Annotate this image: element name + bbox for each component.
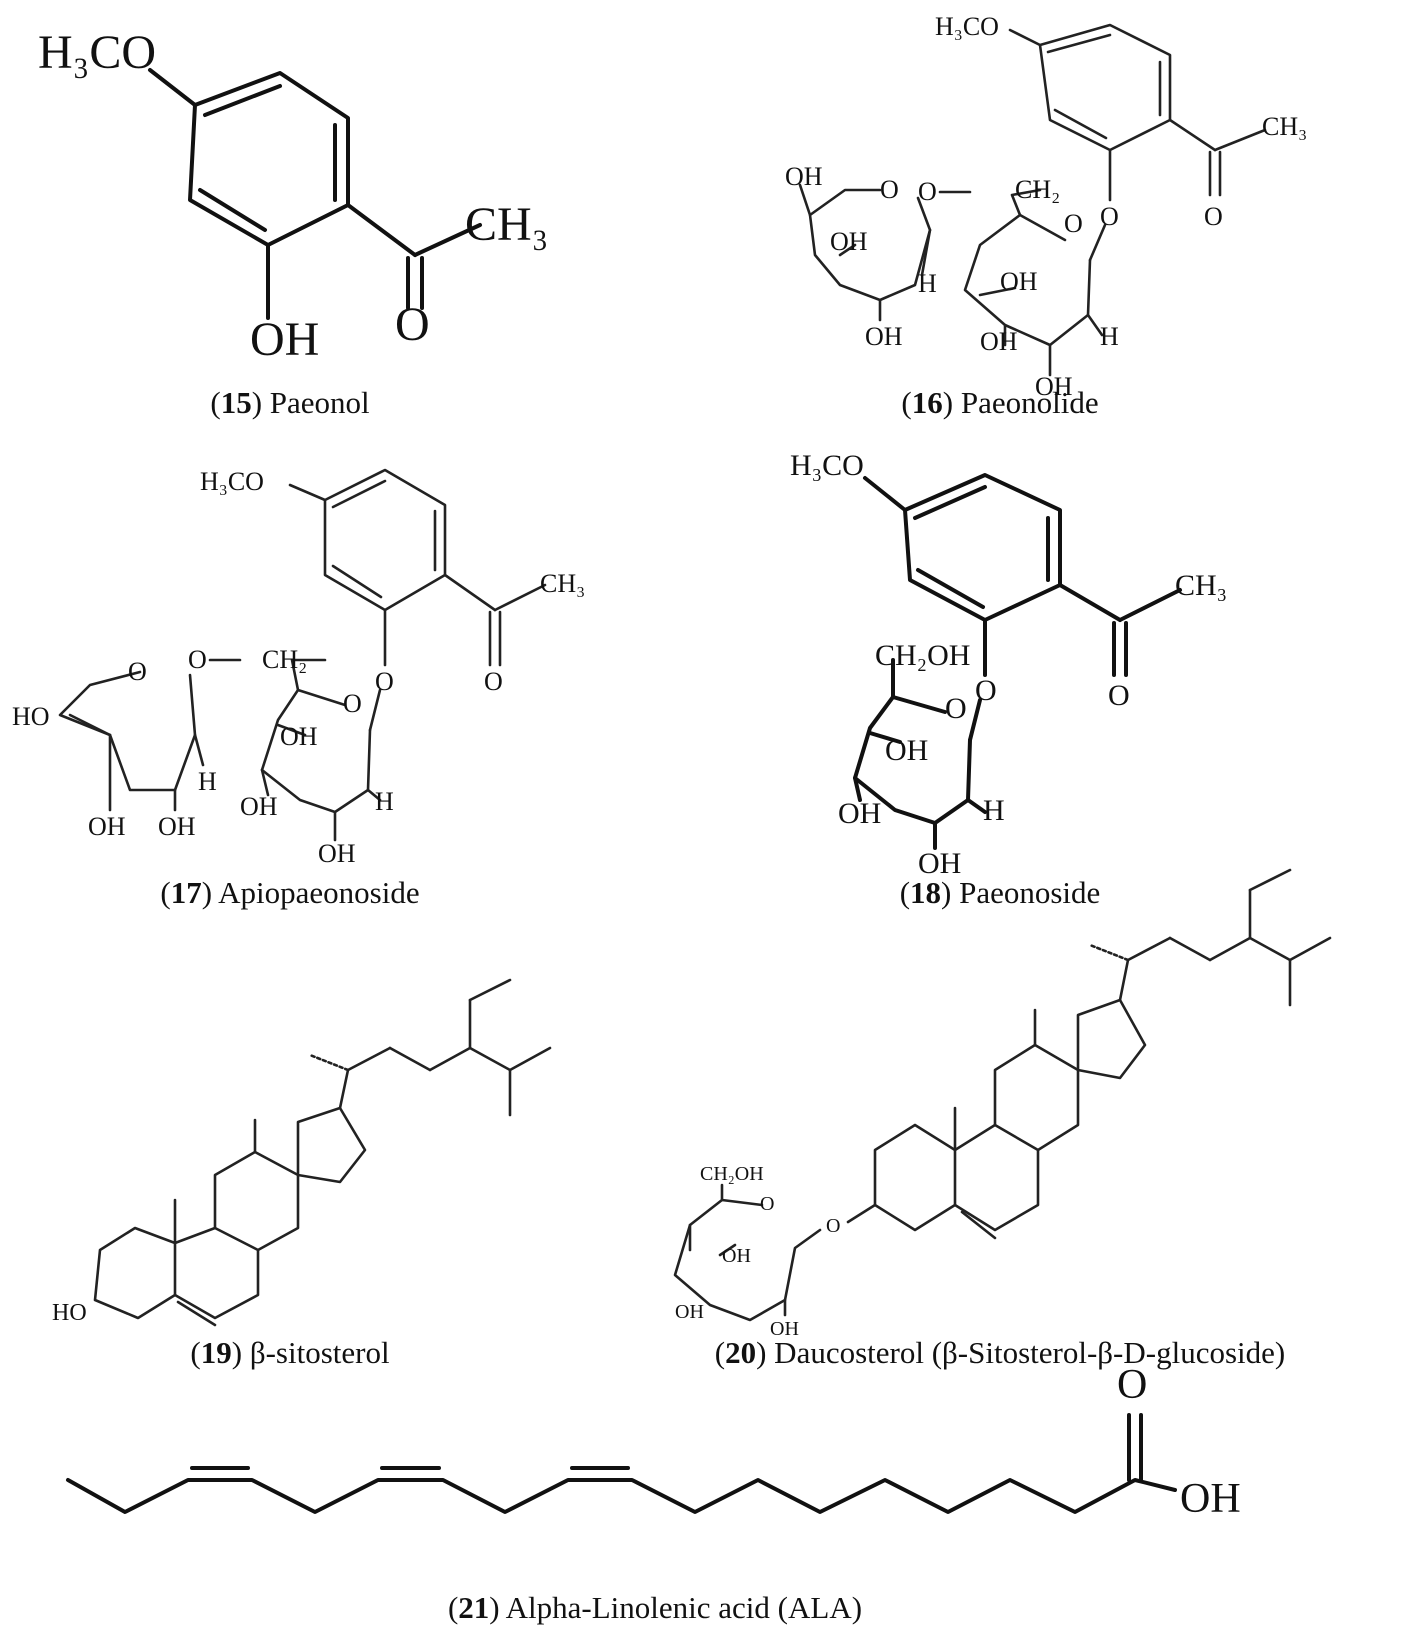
compound-name: β-sitosterol xyxy=(249,1335,390,1370)
compound-name: Paeonoside xyxy=(959,875,1101,910)
compound-number: 20 xyxy=(725,1335,757,1370)
methoxy-label: H₃CO xyxy=(790,449,864,482)
methoxy-label: H₃CO xyxy=(38,26,156,79)
carbonyl-o-label: O xyxy=(1204,202,1223,231)
hydroxyl-label: OH xyxy=(918,847,961,880)
hydrogen-label: H xyxy=(918,269,937,298)
caption-21: (21) Alpha-Linolenic acid (ALA) xyxy=(447,1590,863,1625)
caption-18: (18) Paeonoside xyxy=(899,875,1101,910)
methylene-label: CH₂ xyxy=(1015,175,1060,204)
ring-o-label: O xyxy=(945,692,967,725)
ring-o-label: O xyxy=(128,657,147,686)
carbonyl-o-label: O xyxy=(484,667,503,696)
compound-21-structure: O OH xyxy=(66,1362,1241,1522)
hydroxyl-label: OH xyxy=(830,227,868,256)
compound-17-structure: H₃CO CH₃ O O O CH₂ O O HO H OH OH OH OH … xyxy=(12,467,585,868)
hydrogen-label: H xyxy=(198,767,217,796)
compound-15-structure: H₃CO CH₃ OH O xyxy=(38,26,548,366)
hydroxyl-label: OH xyxy=(722,1245,751,1267)
ho-label: HO xyxy=(12,702,50,731)
compound-16-structure: H₃CO CH₃ O O O CH₂ O O OH OH H OH OH OH … xyxy=(785,12,1307,401)
glycosidic-o-label: O xyxy=(975,674,997,707)
ho-label: HO xyxy=(52,1300,87,1326)
compound-name: Alpha-Linolenic acid (ALA) xyxy=(505,1590,863,1625)
hydroxyl-label: OH xyxy=(885,734,928,767)
caption-15: (15) Paeonol xyxy=(210,385,370,420)
hydroxyl-label: OH xyxy=(785,162,823,191)
compound-19-structure: HO xyxy=(52,978,552,1327)
hydroxyl-label: OH xyxy=(675,1301,704,1323)
hydroxyl-label: OH xyxy=(770,1318,799,1340)
hydroxyl-label: OH xyxy=(250,313,319,366)
hydroxyl-label: OH xyxy=(980,327,1018,356)
compound-number: 15 xyxy=(220,385,252,420)
methyl-label: CH₃ xyxy=(465,198,548,251)
methyl-label: CH₃ xyxy=(540,569,585,598)
methoxy-label: H₃CO xyxy=(935,12,999,41)
hydroxymethyl-label: CH₂OH xyxy=(875,639,970,672)
hydrogen-label: H xyxy=(1100,322,1119,351)
compound-number: 16 xyxy=(911,385,943,420)
caption-20: (20) Daucosterol (β-Sitosterol-β-D-gluco… xyxy=(714,1335,1286,1370)
compound-number: 19 xyxy=(200,1335,232,1370)
carbonyl-o-label: O xyxy=(395,298,430,351)
compound-name: Apiopaeonoside xyxy=(218,875,420,910)
methyl-label: CH₃ xyxy=(1262,112,1307,141)
hydroxymethyl-label: CH₂OH xyxy=(700,1163,764,1185)
bridge-o-label: O xyxy=(918,177,937,206)
ring-o-label: O xyxy=(760,1193,774,1215)
hydroxyl-label: OH xyxy=(865,322,903,351)
hydroxyl-label: OH xyxy=(838,797,881,830)
compound-name: Paeonolide xyxy=(960,385,1099,420)
ring-o-label: O xyxy=(880,175,899,204)
caption-19: (19) β-sitosterol xyxy=(190,1335,390,1370)
hydroxyl-label: OH xyxy=(88,812,126,841)
caption-17: (17) Apiopaeonoside xyxy=(160,875,420,910)
hydroxyl-label: OH xyxy=(240,792,278,821)
carbonyl-o-label: O xyxy=(1117,1362,1147,1408)
hydroxyl-label: OH xyxy=(1000,267,1038,296)
hydroxyl-label: OH xyxy=(280,722,318,751)
methoxy-label: H₃CO xyxy=(200,467,264,496)
carbonyl-o-label: O xyxy=(1108,679,1130,712)
hydrogen-label: H xyxy=(375,787,394,816)
ring-o-label: O xyxy=(343,689,362,718)
bridge-o-label: O xyxy=(188,645,207,674)
glycosidic-o-label: O xyxy=(1100,202,1119,231)
hydroxyl-label: OH xyxy=(318,839,356,868)
compound-18-structure: H₃CO CH₃ O O O CH₂OH OH OH H OH xyxy=(790,449,1227,880)
hydroxyl-label: OH xyxy=(1180,1476,1241,1522)
compound-number: 21 xyxy=(458,1590,490,1625)
hydrogen-label: H xyxy=(983,794,1005,827)
compound-name: Daucosterol (β-Sitosterol-β-D-glucoside) xyxy=(774,1335,1286,1370)
compound-number: 18 xyxy=(910,875,942,910)
hydroxyl-label: OH xyxy=(1035,372,1073,401)
caption-16: (16) Paeonolide xyxy=(901,385,1099,420)
glycosidic-o-label: O xyxy=(375,667,394,696)
methylene-label: CH₂ xyxy=(262,645,307,674)
compound-20-structure: CH₂OH O O OH OH OH xyxy=(673,868,1332,1340)
glycosidic-o-label: O xyxy=(826,1215,840,1237)
compound-name: Paeonol xyxy=(269,385,370,420)
compound-number: 17 xyxy=(170,875,202,910)
methyl-label: CH₃ xyxy=(1175,569,1227,602)
hydroxyl-label: OH xyxy=(158,812,196,841)
ring-o-label: O xyxy=(1064,209,1083,238)
